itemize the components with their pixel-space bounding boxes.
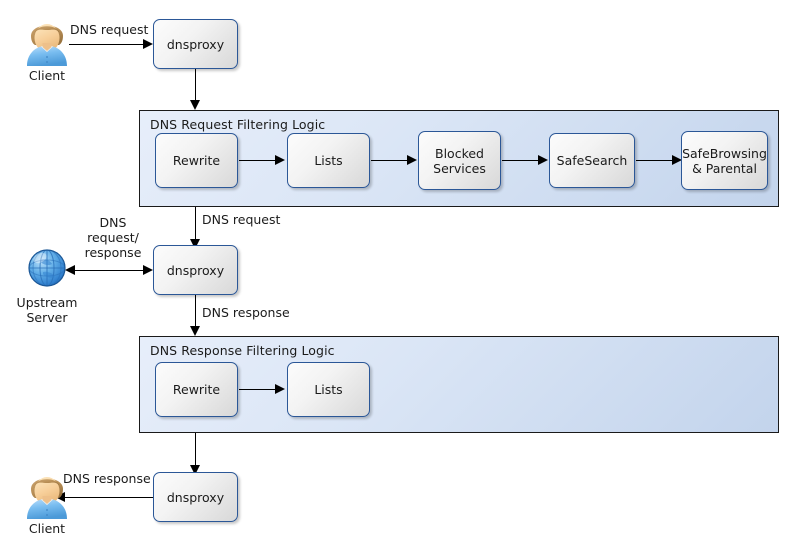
connector-proxy-to-response-group xyxy=(195,295,196,329)
node-safebrowsing-parental[interactable]: SafeBrowsing & Parental xyxy=(681,131,768,190)
arrowhead-response-group-to-proxy xyxy=(190,465,200,475)
node-label: Lists xyxy=(314,153,343,168)
node-label-line1: SafeBrowsing xyxy=(682,145,767,161)
connector-blocked-to-safesearch xyxy=(502,160,542,161)
edge-label-proxy-to-request-group: DNS request xyxy=(202,212,281,227)
edge-label-client-to-proxy: DNS request xyxy=(70,22,149,37)
node-safesearch[interactable]: SafeSearch xyxy=(549,133,635,188)
actor-client-top: Client xyxy=(16,14,78,83)
actor-client-bottom: Client xyxy=(16,467,78,536)
node-dnsproxy-bottom[interactable]: dnsproxy xyxy=(153,472,238,522)
arrowhead-rewrite-to-lists-response xyxy=(275,384,285,394)
node-label: SafeSearch xyxy=(556,153,628,168)
arrowhead-lists-to-blocked-services xyxy=(407,155,417,165)
connector-upstream-proxy xyxy=(75,270,147,271)
arrowhead-to-proxy-middle xyxy=(143,265,153,275)
arrowhead-proxy-to-response-group xyxy=(190,326,200,336)
edge-label-proxy-to-response-group: DNS response xyxy=(202,305,290,320)
node-lists-request[interactable]: Lists xyxy=(287,133,370,188)
connector-proxy-to-client xyxy=(63,497,153,498)
actor-caption: Client xyxy=(28,521,66,536)
arrowhead-blocked-to-safesearch xyxy=(538,155,548,165)
node-label: dnsproxy xyxy=(166,262,225,278)
arrowhead-rewrite-to-lists-request xyxy=(275,155,285,165)
node-label-line2: Services xyxy=(433,160,486,176)
connector-response-group-to-proxy xyxy=(195,433,196,469)
arrowhead-proxy-to-request-group xyxy=(190,100,200,110)
node-blocked-services[interactable]: Blocked Services xyxy=(418,131,501,190)
node-label-line1: Blocked xyxy=(435,145,484,161)
actor-upstream-server: Upstream Server xyxy=(16,243,78,325)
connector-rewrite-to-lists-response xyxy=(239,389,279,390)
group-title: DNS Response Filtering Logic xyxy=(150,343,335,358)
node-label-line2: & Parental xyxy=(692,160,757,176)
person-icon xyxy=(27,24,67,66)
node-label: Rewrite xyxy=(172,153,221,168)
node-dnsproxy-top[interactable]: dnsproxy xyxy=(153,19,238,69)
edge-label-proxy-to-client: DNS response xyxy=(63,471,151,486)
edge-label-upstream-bidirectional: DNS request/ response xyxy=(84,215,142,260)
arrowhead-safesearch-to-safebrowsing xyxy=(672,155,682,165)
connector-client-to-proxy xyxy=(69,44,147,45)
node-label: Rewrite xyxy=(172,382,221,397)
arrowhead-to-upstream xyxy=(65,265,75,275)
arrowhead-client-to-proxy xyxy=(143,39,153,49)
node-label: Lists xyxy=(314,382,343,397)
globe-icon xyxy=(28,249,66,287)
actor-caption: Upstream Server xyxy=(16,295,78,325)
group-title: DNS Request Filtering Logic xyxy=(150,117,326,132)
connector-safesearch-to-safebrowsing xyxy=(636,160,676,161)
actor-caption: Client xyxy=(28,68,66,83)
node-dnsproxy-middle[interactable]: dnsproxy xyxy=(153,245,238,295)
node-lists-response[interactable]: Lists xyxy=(287,362,370,417)
connector-proxy-to-request-group xyxy=(195,69,196,102)
connector-lists-to-blocked-services xyxy=(371,160,411,161)
person-icon xyxy=(27,477,67,519)
group-response-filtering: DNS Response Filtering Logic xyxy=(139,336,779,433)
node-label: dnsproxy xyxy=(166,36,225,52)
node-rewrite-request[interactable]: Rewrite xyxy=(155,133,238,188)
node-label: dnsproxy xyxy=(166,489,225,505)
connector-rewrite-to-lists-request xyxy=(239,160,279,161)
arrowhead-request-group-to-proxy xyxy=(190,239,200,249)
node-rewrite-response[interactable]: Rewrite xyxy=(155,362,238,417)
connector-request-group-to-proxy xyxy=(195,207,196,243)
